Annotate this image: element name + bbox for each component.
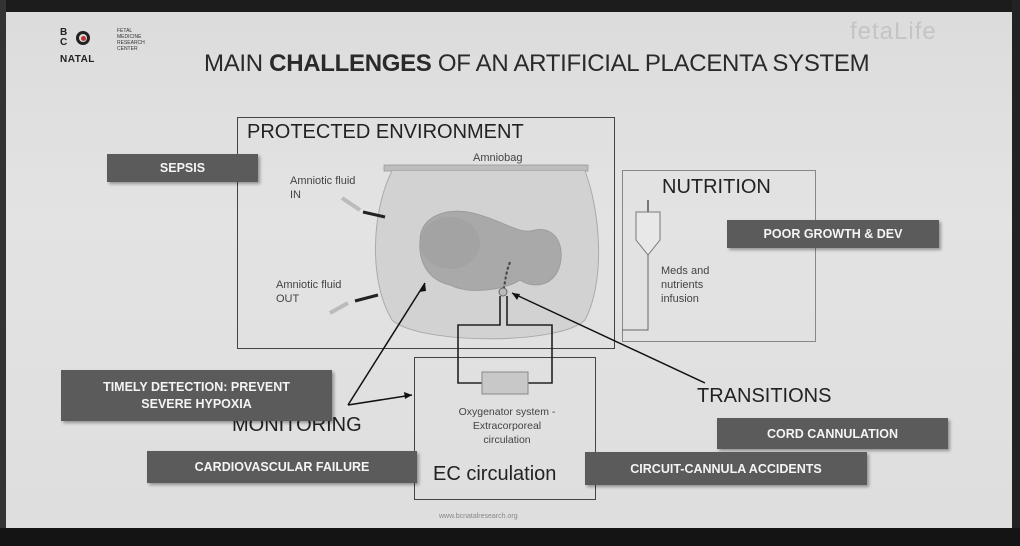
challenge-cord-cannulation: CORD CANNULATION — [717, 418, 948, 449]
fluid-in-arrow — [340, 196, 362, 212]
ec-circulation-box — [414, 357, 596, 500]
umbilical-cord — [502, 261, 511, 293]
arrowhead-ec — [404, 392, 412, 399]
fetus-head — [420, 217, 480, 269]
screen-frame-top — [0, 0, 1020, 12]
logo-dot-icon — [81, 36, 86, 41]
iv-line — [622, 255, 649, 331]
logo-ring-icon — [76, 31, 90, 45]
arrowhead-transitions — [512, 293, 520, 300]
meds-infusion-label: Meds and nutrients infusion — [661, 265, 710, 305]
challenge-sepsis: SEPSIS — [107, 154, 258, 182]
cannula-connector — [498, 287, 508, 297]
logo-subtext: FETAL MEDICINE RESEARCH CENTER — [117, 28, 145, 52]
fluid-in-tube — [362, 210, 386, 219]
challenge-poor-growth: POOR GROWTH & DEV — [727, 220, 939, 248]
screen-frame-bottom — [0, 528, 1020, 546]
challenge-cardiovascular-failure: CARDIOVASCULAR FAILURE — [147, 451, 417, 483]
fluid-out-tube — [354, 293, 379, 303]
logo-letters: B C — [60, 27, 68, 48]
circuit-tube-left — [457, 296, 501, 384]
nutrition-heading: NUTRITION — [662, 176, 771, 198]
logo-natal: NATAL — [60, 54, 95, 65]
oxygenator-label: Oxygenator system - Extracorporeal circu… — [458, 406, 556, 446]
challenge-timely-detection: TIMELY DETECTION: PREVENT SEVERE HYPOXIA — [61, 370, 332, 421]
monitoring-arrow-ec — [347, 394, 413, 406]
ec-circulation-heading: EC circulation — [433, 463, 557, 485]
transitions-arrow — [511, 292, 706, 384]
iv-bag — [635, 211, 661, 256]
challenge-circuit-accidents: CIRCUIT-CANNULA ACCIDENTS — [585, 452, 867, 485]
oxygenator-device — [481, 371, 529, 395]
amniobag-label: Amniobag — [473, 152, 523, 164]
arrowhead-fetus — [419, 283, 426, 292]
slide-title: MAIN CHALLENGES OF AN ARTIFICIAL PLACENT… — [204, 50, 870, 78]
amniobag-bar — [383, 164, 589, 172]
fluid-out-arrow — [329, 301, 349, 315]
fetalife-brand: fetaLife — [850, 18, 937, 45]
transitions-heading: TRANSITIONS — [697, 385, 832, 407]
title-suffix: OF AN ARTIFICIAL PLACENTA SYSTEM — [431, 50, 870, 77]
fluid-out-label: Amniotic fluid OUT — [276, 279, 342, 305]
screen-frame-left — [0, 0, 6, 546]
bcnatal-logo: B C NATAL FETAL MEDICINE RESEARCH CENTER — [60, 28, 170, 68]
nutrition-box — [622, 170, 816, 342]
footer-url: www.bcnatalresearch.org — [439, 513, 518, 520]
title-prefix: MAIN — [204, 50, 270, 77]
protected-environment-box — [237, 117, 615, 349]
fluid-in-label: Amniotic fluid IN — [290, 175, 356, 201]
protected-environment-heading: PROTECTED ENVIRONMENT — [247, 121, 524, 143]
monitoring-arrow-fetus — [347, 282, 426, 406]
title-bold: CHALLENGES — [269, 50, 432, 77]
screen-frame-right — [1012, 0, 1020, 546]
circuit-tube-right — [506, 296, 553, 384]
